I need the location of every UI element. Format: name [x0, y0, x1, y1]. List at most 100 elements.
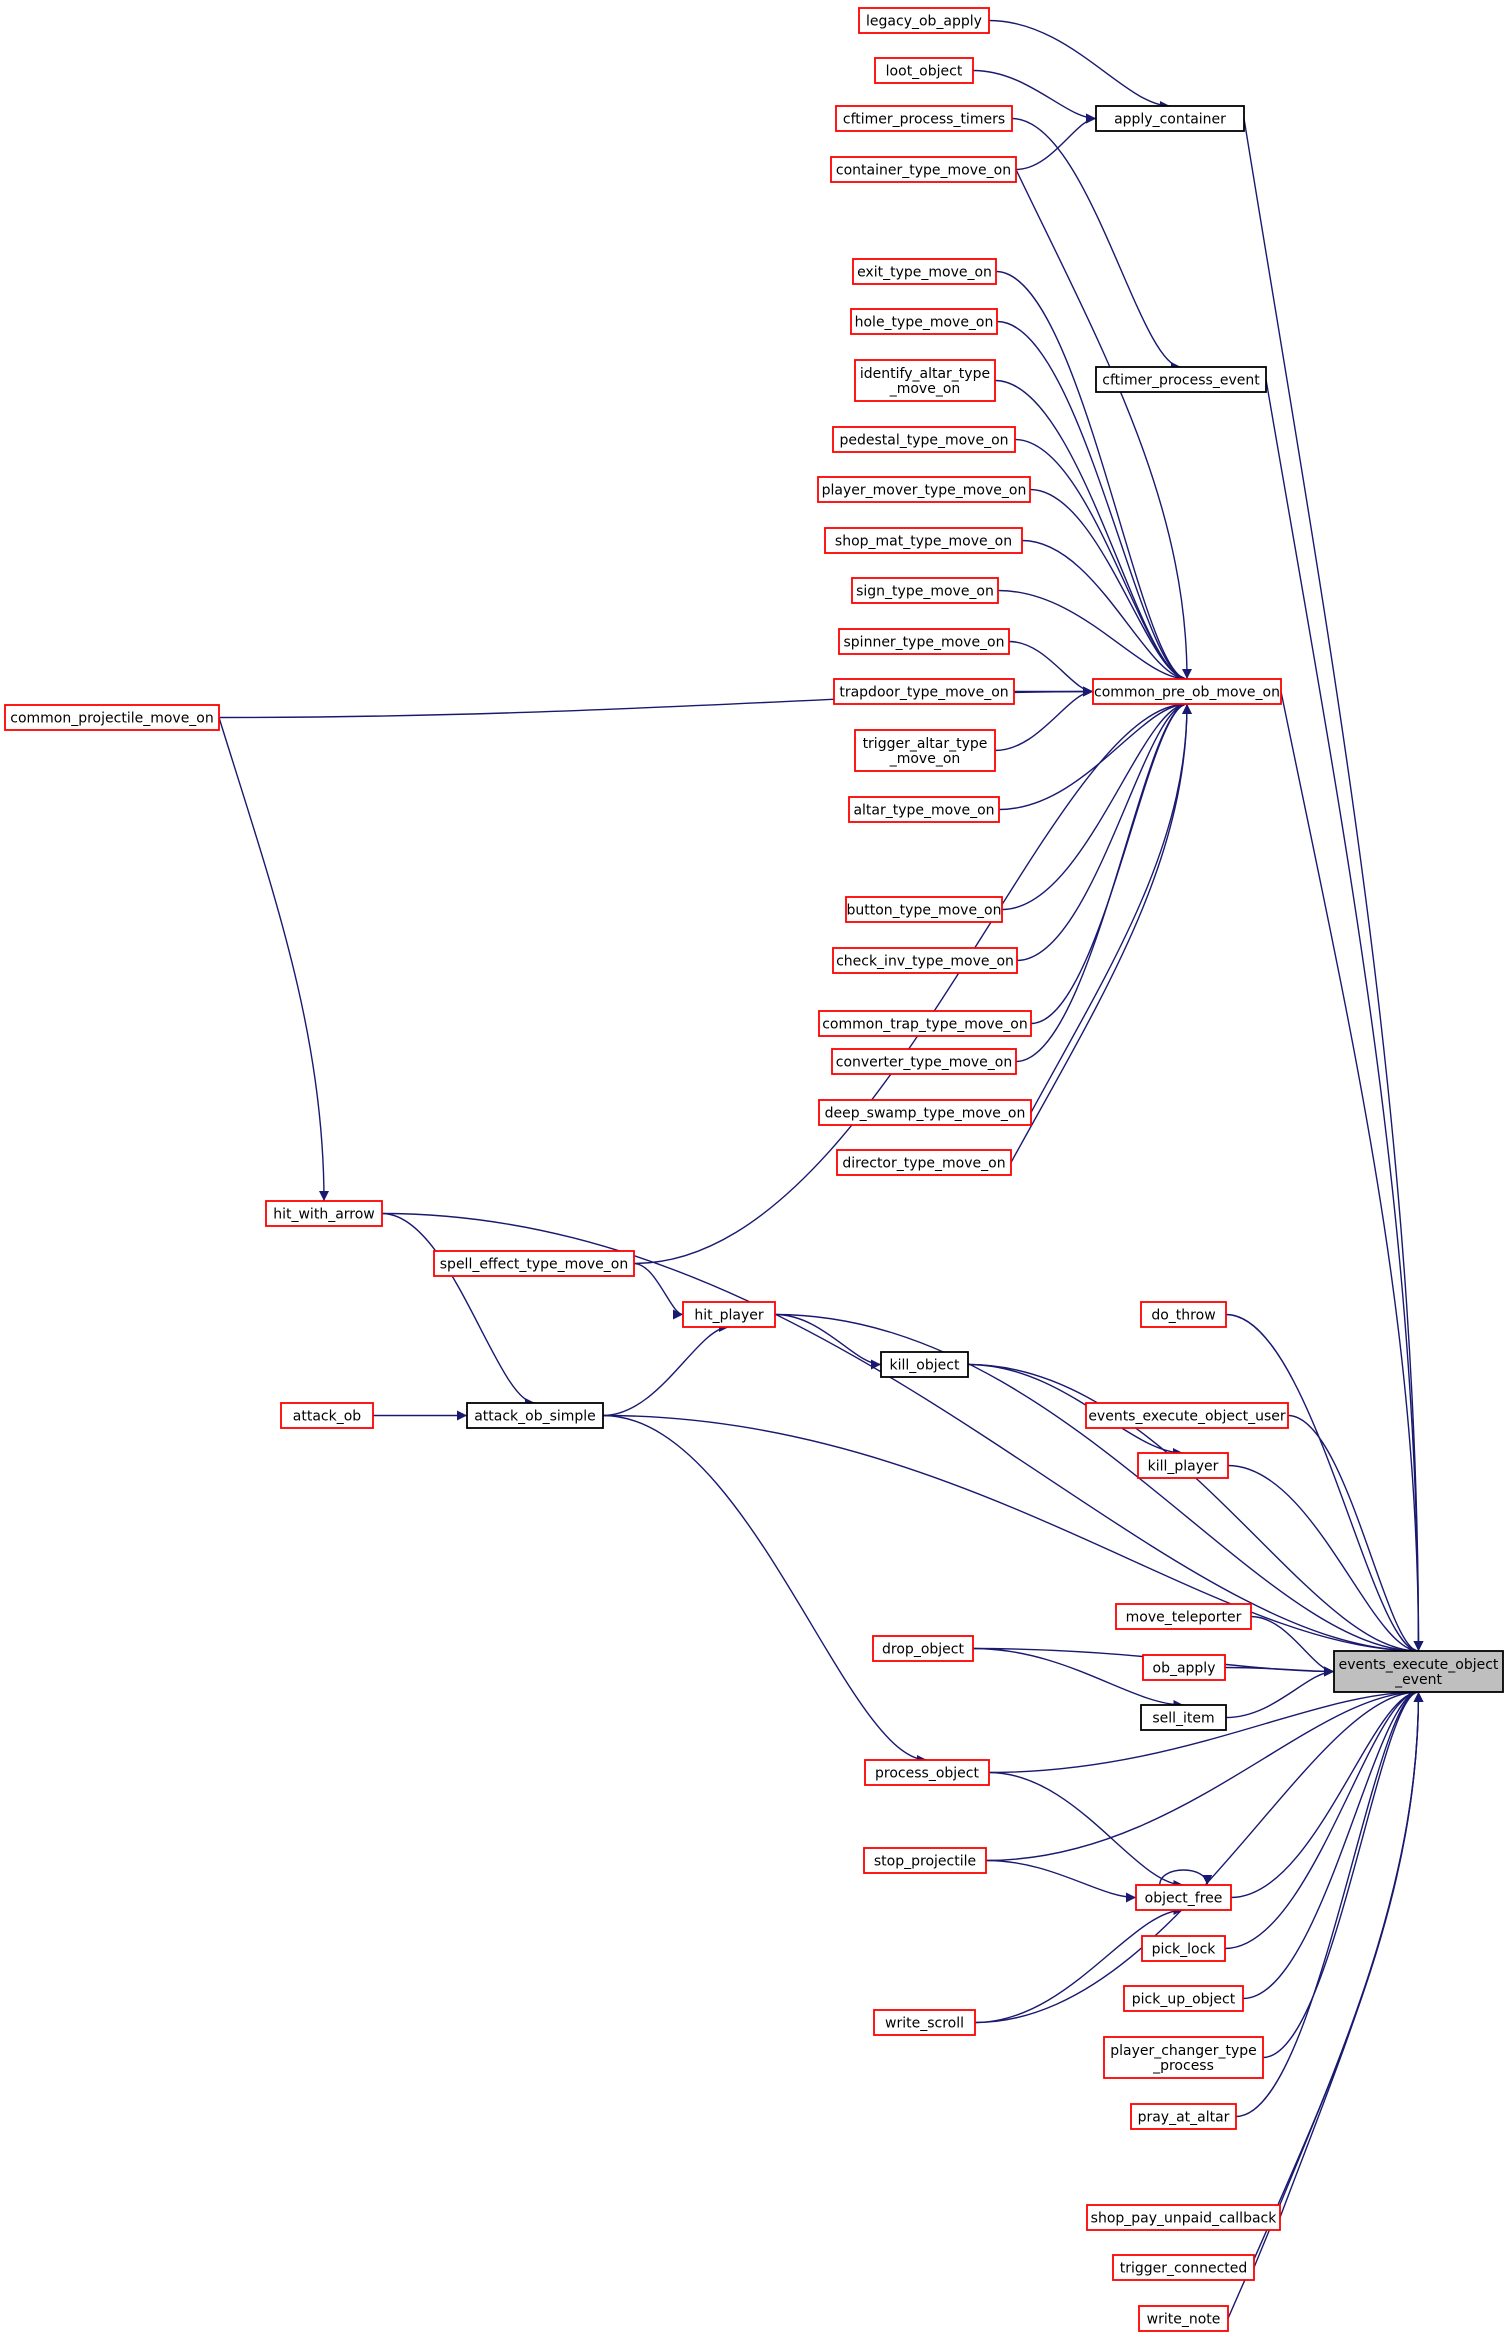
node-director-type-move-on[interactable]: director_type_move_on: [836, 1149, 1012, 1176]
node-label: common_pre_ob_move_on: [1094, 685, 1280, 701]
node-label: write_note: [1147, 2312, 1221, 2328]
edge-loot-object-to-apply-container: [972, 69, 1097, 124]
node-spinner-type-move-on[interactable]: spinner_type_move_on: [838, 628, 1010, 655]
edge-hit-with-arrow-to-events-execute-object-event: [381, 1212, 1419, 1656]
node-player-changer-type-process[interactable]: player_changer_type_process: [1103, 2036, 1264, 2079]
edge-shop-mat-type-move-on-to-common-pre-ob-move-on: [1021, 539, 1188, 684]
node-label: shop_pay_unpaid_callback: [1091, 2211, 1278, 2227]
node-hit-player[interactable]: hit_player: [682, 1301, 776, 1328]
node-label: process_object: [875, 1766, 979, 1782]
node-ob-apply[interactable]: ob_apply: [1142, 1654, 1226, 1681]
node-attack-ob-simple[interactable]: attack_ob_simple: [466, 1402, 604, 1429]
node-trigger-altar-type-move-on[interactable]: trigger_altar_type_move_on: [854, 729, 996, 772]
edge-process-object-to-events-execute-object-event: [988, 1687, 1419, 1774]
node-layer: legacy_ob_apply loot_object cftimer_proces…: [4, 7, 1504, 2332]
node-label: legacy_ob_apply: [866, 14, 982, 30]
node-write-note[interactable]: write_note: [1138, 2305, 1229, 2332]
edge-pick-lock-to-events-execute-object-event: [1224, 1687, 1419, 1950]
node-label: _move_on: [889, 751, 961, 767]
edge-do-throw-to-events-execute-object-event: [1225, 1313, 1419, 1656]
node-write-scroll[interactable]: write_scroll: [873, 2009, 976, 2036]
node-stop-projectile[interactable]: stop_projectile: [863, 1847, 987, 1874]
edge-events-execute-object-user-to-events-execute-object-event: [1287, 1414, 1419, 1656]
node-label: attack_ob_simple: [474, 1409, 596, 1425]
node-player-mover-type-move-on[interactable]: player_mover_type_move_on: [817, 476, 1031, 503]
node-shop-pay-unpaid-callback[interactable]: shop_pay_unpaid_callback: [1086, 2204, 1281, 2231]
node-attack-ob[interactable]: attack_ob: [280, 1402, 374, 1429]
node-shop-mat-type-move-on[interactable]: shop_mat_type_move_on: [824, 527, 1023, 554]
edge-drop-object-to-sell-item: [972, 1647, 1184, 1710]
node-events-execute-object-event[interactable]: events_execute_object_event: [1333, 1650, 1504, 1693]
node-events-execute-object-user[interactable]: events_execute_object_user: [1085, 1402, 1289, 1429]
node-pedestal-type-move-on[interactable]: pedestal_type_move_on: [832, 426, 1016, 453]
node-spell-effect-type-move-on[interactable]: spell_effect_type_move_on: [433, 1250, 635, 1277]
node-trigger-connected[interactable]: trigger_connected: [1112, 2254, 1255, 2281]
node-label: ob_apply: [1153, 1661, 1216, 1677]
node-apply-container[interactable]: apply_container: [1095, 105, 1245, 132]
node-cftimer-process-event[interactable]: cftimer_process_event: [1095, 366, 1267, 393]
node-sell-item[interactable]: sell_item: [1140, 1704, 1227, 1731]
node-move-teleporter[interactable]: move_teleporter: [1115, 1603, 1252, 1630]
node-label: do_throw: [1151, 1308, 1215, 1324]
node-converter-type-move-on[interactable]: converter_type_move_on: [831, 1048, 1017, 1075]
node-label: events_execute_object_user: [1088, 1409, 1286, 1425]
edge-common-pre-ob-move-on-to-events-execute-object-event: [1280, 691, 1424, 1652]
node-label: button_type_move_on: [847, 903, 1002, 919]
node-label: hole_type_move_on: [855, 315, 994, 331]
node-label: loot_object: [886, 64, 963, 80]
node-loot-object[interactable]: loot_object: [874, 57, 974, 84]
edge-spinner-type-move-on-to-common-pre-ob-move-on: [1008, 640, 1094, 697]
node-common-projectile-move-on[interactable]: common_projectile_move_on: [4, 704, 220, 731]
node-pick-up-object[interactable]: pick_up_object: [1123, 1985, 1244, 2012]
node-button-type-move-on[interactable]: button_type_move_on: [845, 896, 1003, 923]
edge-attack-ob-simple-to-process-object: [602, 1414, 928, 1765]
node-sign-type-move-on[interactable]: sign_type_move_on: [851, 577, 999, 604]
node-label: check_inv_type_move_on: [836, 954, 1014, 970]
edge-ob-apply-to-events-execute-object-event: [1224, 1666, 1335, 1677]
edge-kill-object-to-events-execute-object-event: [967, 1363, 1419, 1656]
node-label: kill_player: [1148, 1459, 1219, 1475]
node-label: drop_object: [882, 1642, 964, 1658]
node-process-object[interactable]: process_object: [864, 1759, 990, 1786]
edge-pick-up-object-to-events-execute-object-event: [1242, 1687, 1419, 2000]
node-deep-swamp-type-move-on[interactable]: deep_swamp_type_move_on: [818, 1099, 1032, 1126]
node-legacy-ob-apply[interactable]: legacy_ob_apply: [858, 7, 990, 34]
node-identify-altar-type-move-on[interactable]: identify_altar_type_move_on: [854, 359, 996, 402]
node-label: deep_swamp_type_move_on: [825, 1106, 1026, 1122]
edge-pedestal-type-move-on-to-common-pre-ob-move-on: [1014, 438, 1188, 684]
node-drop-object[interactable]: drop_object: [872, 1635, 974, 1662]
node-label: apply_container: [1114, 112, 1226, 128]
node-common-pre-ob-move-on[interactable]: common_pre_ob_move_on: [1092, 678, 1282, 705]
node-label: spinner_type_move_on: [844, 635, 1005, 651]
node-check-inv-type-move-on[interactable]: check_inv_type_move_on: [832, 947, 1018, 974]
edge-container-type-move-on-to-common-pre-ob-move-on: [1015, 169, 1192, 680]
node-common-trap-type-move-on[interactable]: common_trap_type_move_on: [818, 1010, 1032, 1037]
node-label: pedestal_type_move_on: [839, 433, 1008, 449]
edge-director-type-move-on-to-common-pre-ob-move-on: [1010, 703, 1192, 1163]
edge-write-scroll-to-object-free: [974, 1905, 1184, 2024]
node-kill-object[interactable]: kill_object: [880, 1351, 969, 1378]
edge-hit-with-arrow-to-attack-ob-simple: [381, 1212, 536, 1408]
node-label: container_type_move_on: [836, 163, 1011, 179]
node-kill-player[interactable]: kill_player: [1137, 1452, 1229, 1479]
edge-check-inv-type-move-on-to-common-pre-ob-move-on: [1016, 699, 1188, 962]
node-pick-lock[interactable]: pick_lock: [1141, 1935, 1226, 1962]
edge-stop-projectile-to-object-free: [985, 1859, 1137, 1903]
node-trapdoor-type-move-on[interactable]: trapdoor_type_move_on: [833, 678, 1015, 705]
node-label: common_trap_type_move_on: [822, 1017, 1028, 1033]
node-do-throw[interactable]: do_throw: [1140, 1301, 1227, 1328]
node-object-free[interactable]: object_free: [1135, 1884, 1232, 1911]
node-hit-with-arrow[interactable]: hit_with_arrow: [265, 1200, 383, 1227]
node-altar-type-move-on[interactable]: altar_type_move_on: [848, 796, 1000, 823]
node-exit-type-move-on[interactable]: exit_type_move_on: [852, 258, 997, 285]
node-hole-type-move-on[interactable]: hole_type_move_on: [850, 308, 998, 335]
node-label: _move_on: [889, 381, 961, 397]
node-label: sign_type_move_on: [856, 584, 994, 600]
node-container-type-move-on[interactable]: container_type_move_on: [830, 156, 1017, 183]
edge-attack-ob-simple-to-events-execute-object-event: [602, 1414, 1419, 1656]
node-pray-at-altar[interactable]: pray_at_altar: [1130, 2103, 1237, 2130]
node-label: write_scroll: [885, 2016, 964, 2032]
node-label: cftimer_process_timers: [843, 112, 1005, 128]
node-cftimer-process-timers[interactable]: cftimer_process_timers: [835, 105, 1013, 132]
